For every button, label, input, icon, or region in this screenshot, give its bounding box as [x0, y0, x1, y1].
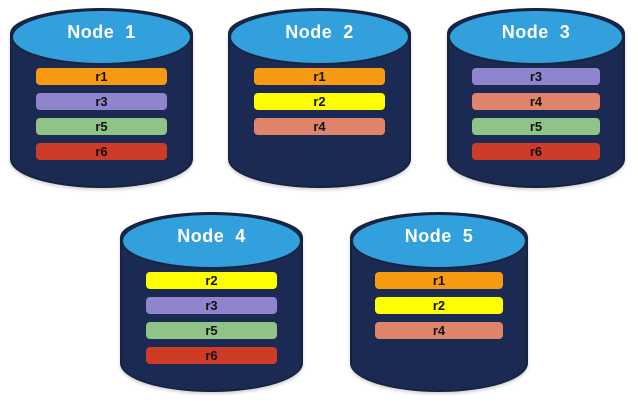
node-5[interactable]: Node 5 r1 r2 r4	[350, 212, 528, 392]
replica-label: r2	[205, 273, 218, 288]
replica-label: r4	[529, 94, 543, 109]
replica-bar[interactable]: r5	[35, 118, 168, 135]
replica-label: r6	[95, 144, 108, 159]
node-2-replica-list: r1 r2 r4	[228, 68, 411, 135]
replica-bar[interactable]: r1	[35, 68, 168, 85]
replica-label: r6	[205, 348, 218, 363]
node-4-replica-list: r2 r3 r5 r6	[120, 272, 303, 364]
replica-bar[interactable]: r5	[145, 322, 278, 339]
replica-bar[interactable]: r3	[145, 297, 278, 314]
replica-bar[interactable]: r6	[145, 347, 278, 364]
node-1-replica-list: r1 r3 r5 r6	[10, 68, 193, 160]
replica-label: r5	[95, 119, 108, 134]
cylinder-top-icon	[11, 9, 192, 65]
node-3-label: Node 3	[501, 22, 571, 42]
node-4-label: Node 4	[177, 226, 246, 246]
cylinder-top-icon	[229, 9, 410, 65]
node-3[interactable]: Node 3 r3 r4 r5 r6	[447, 8, 625, 188]
cylinder-top-icon	[121, 213, 302, 269]
replica-label: r3	[95, 94, 108, 109]
replica-label: r4	[432, 323, 446, 338]
node-5-label: Node 5	[404, 226, 474, 246]
node-5-replica-list: r1 r2 r4	[350, 272, 528, 339]
replica-label: r2	[313, 94, 326, 109]
replica-label: r1	[432, 273, 446, 288]
replica-label: r5	[205, 323, 218, 338]
replica-label: r1	[313, 69, 326, 84]
node-1-label: Node 1	[67, 22, 136, 42]
node-3-replica-list: r3 r4 r5 r6	[447, 68, 625, 160]
replica-bar[interactable]: r2	[374, 297, 504, 314]
cylinder-top-icon	[448, 9, 624, 65]
replica-label: r2	[432, 298, 446, 313]
replica-bar[interactable]: r1	[253, 68, 386, 85]
replica-bar[interactable]: r6	[35, 143, 168, 160]
replica-bar[interactable]: r3	[471, 68, 601, 85]
replica-bar[interactable]: r1	[374, 272, 504, 289]
replica-bar[interactable]: r4	[253, 118, 386, 135]
replica-label: r6	[529, 144, 543, 159]
cylinder-top-icon	[351, 213, 527, 269]
replica-bar[interactable]: r6	[471, 143, 601, 160]
replica-label: r4	[313, 119, 326, 134]
replica-label: r1	[95, 69, 108, 84]
replica-bar[interactable]: r4	[471, 93, 601, 110]
replica-label: r3	[205, 298, 218, 313]
node-4[interactable]: Node 4 r2 r3 r5 r6	[120, 212, 303, 392]
replica-bar[interactable]: r5	[471, 118, 601, 135]
replica-bar[interactable]: r4	[374, 322, 504, 339]
node-2[interactable]: Node 2 r1 r2 r4	[228, 8, 411, 188]
replica-bar[interactable]: r2	[145, 272, 278, 289]
node-1[interactable]: Node 1 r1 r3 r5 r6	[10, 8, 193, 188]
node-2-label: Node 2	[285, 22, 354, 42]
replica-bar[interactable]: r3	[35, 93, 168, 110]
replica-label: r5	[529, 119, 543, 134]
replica-label: r3	[529, 69, 543, 84]
replica-bar[interactable]: r2	[253, 93, 386, 110]
